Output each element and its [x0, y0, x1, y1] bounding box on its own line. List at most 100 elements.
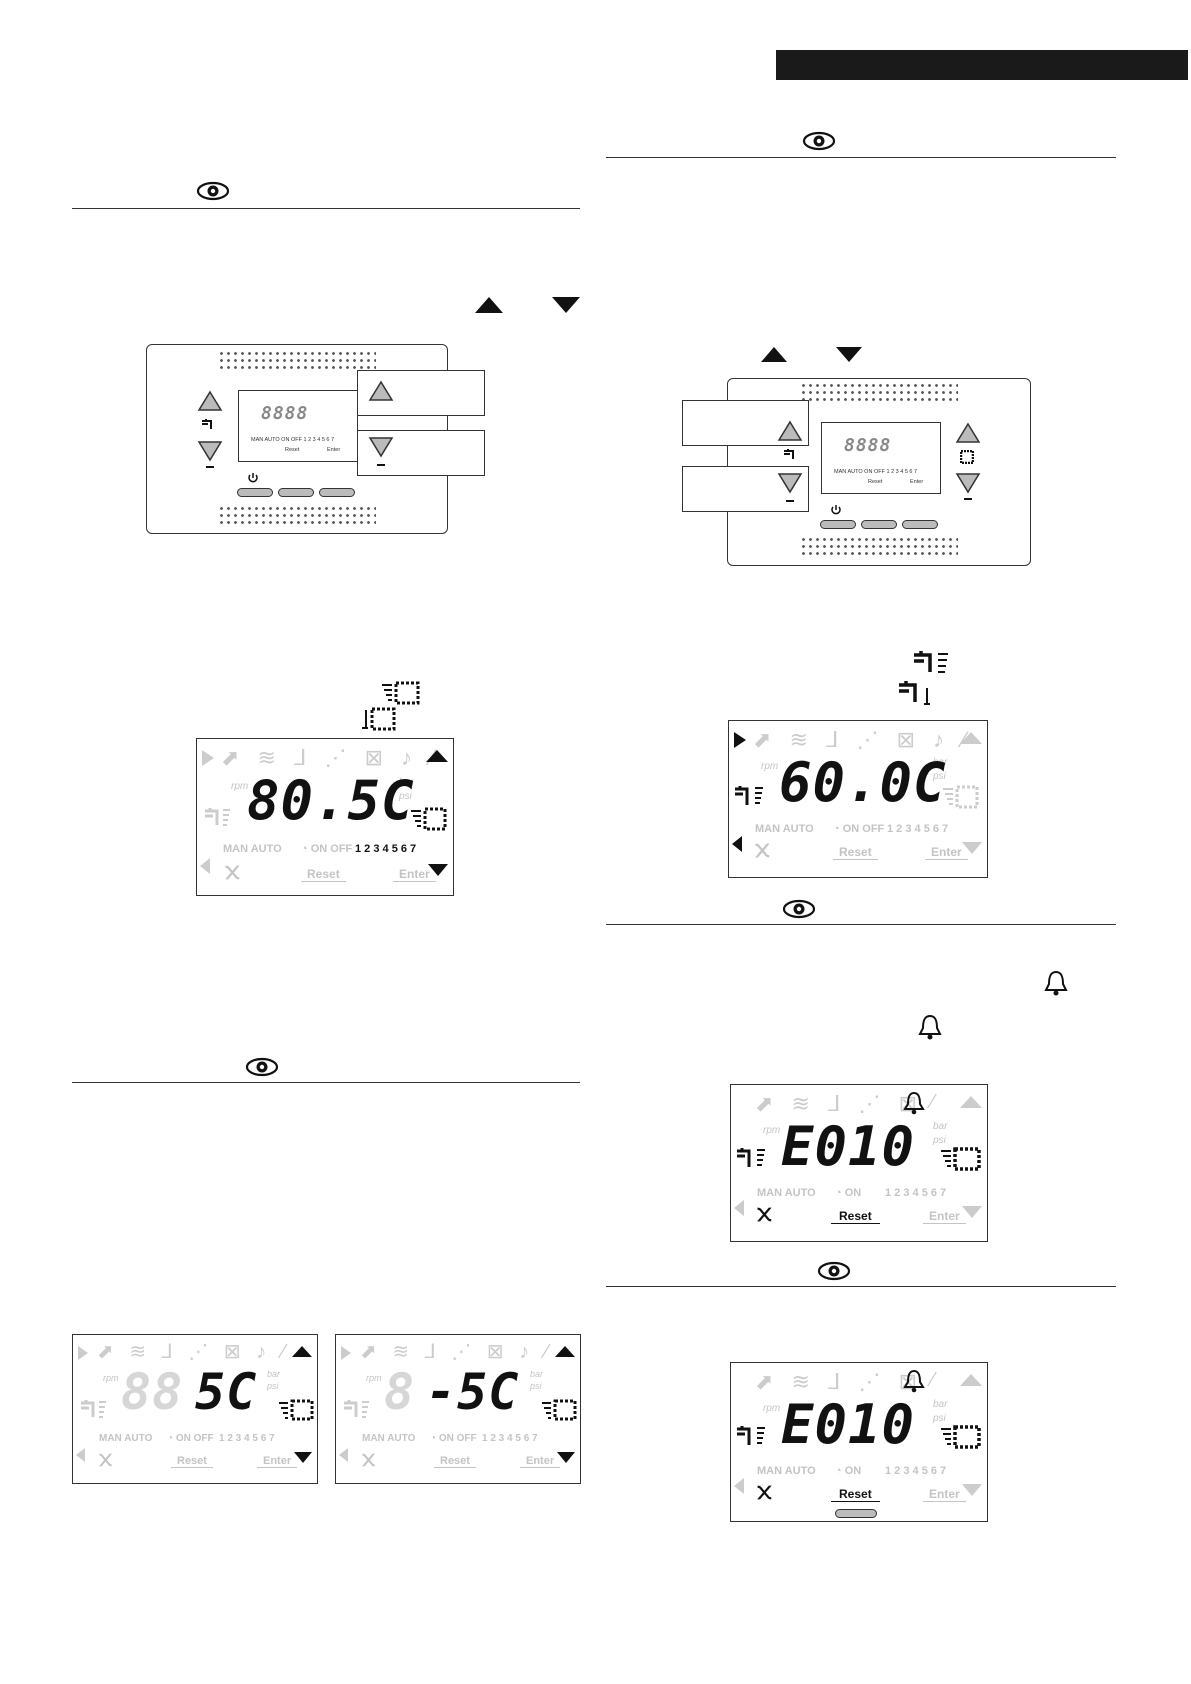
wrench-icon: ⁄ [931, 1091, 935, 1113]
psi-label: psi [933, 1413, 946, 1424]
reset-label: Reset [833, 845, 878, 860]
callout-up-arrow[interactable] [777, 420, 803, 442]
main-readout: -5C [426, 1363, 520, 1421]
main-readout: 60.0C [779, 751, 947, 814]
rpm-label: rpm [366, 1373, 382, 1383]
tap-icon [737, 1148, 765, 1167]
tap-icon [344, 1400, 369, 1418]
wrench-icon: ⁄ [931, 1369, 935, 1391]
arrow-down-icon [962, 842, 982, 854]
arrow-up-icon [761, 347, 787, 362]
mini-lcd-status: MAN AUTO ON OFF 1 2 3 4 5 6 7 [834, 469, 918, 475]
callout-down-arrow[interactable] [777, 472, 803, 494]
arrow-left-icon [734, 1200, 744, 1216]
soft-key-1[interactable] [820, 520, 856, 529]
mini-enter-label: Enter [327, 447, 341, 453]
mini-lcd-status: MAN AUTO ON OFF 1 2 3 4 5 6 7 [251, 437, 335, 443]
bar-label: bar [530, 1369, 544, 1379]
down-button[interactable] [197, 440, 223, 462]
arrow-left-icon [734, 1478, 744, 1494]
arrow-up-icon[interactable] [425, 749, 449, 763]
arrow-right-icon [78, 1346, 88, 1360]
ghost-digits: 88 [121, 1363, 184, 1421]
radiator-icon [279, 1399, 314, 1421]
bell-icon [903, 1091, 925, 1115]
bar-label: bar [933, 757, 948, 768]
arrow-down-icon[interactable] [556, 1451, 576, 1464]
soft-key-3[interactable] [319, 488, 355, 497]
minus-mark [377, 464, 385, 466]
tap-icon [81, 1400, 106, 1418]
eye-icon [802, 131, 836, 151]
arrow-left-icon [76, 1448, 85, 1462]
callout-up-arrow[interactable] [368, 380, 394, 402]
section-rule [606, 924, 1116, 925]
enter-label: Enter [393, 867, 436, 882]
rpm-label: rpm [763, 1125, 781, 1136]
enter-label: Enter [923, 1209, 966, 1224]
bar-label: bar [399, 777, 414, 788]
lcd-heating-temp: ⬈ ≋ ⅃ ⋰ ⊠ ♪ ⁄ rpm bar psi 80.5C MAN AUTO… [196, 738, 454, 896]
reset-soft-key[interactable] [835, 1509, 877, 1518]
down-button[interactable] [955, 472, 981, 494]
days-label: 1 2 3 4 5 6 7 [885, 1187, 947, 1199]
enter-label: Enter [520, 1455, 561, 1468]
mini-enter-label: Enter [910, 479, 924, 485]
minus-mark [786, 500, 794, 502]
arrow-down-icon [962, 1484, 982, 1496]
flame-off-icon: ᙭ [99, 1453, 113, 1470]
main-readout: 5C [195, 1363, 258, 1421]
section-rule [606, 157, 1116, 158]
rpm-label: rpm [103, 1373, 119, 1383]
arrow-right-icon [734, 732, 746, 748]
soft-key-2[interactable] [861, 520, 897, 529]
status-icons: ⬈ ≋ ⅃ ⋰ ⊠ ♪ ⁄ [221, 745, 440, 770]
up-button[interactable] [955, 422, 981, 444]
man-auto-label: MAN AUTO [757, 1465, 816, 1477]
header-bar [776, 50, 1188, 80]
up-button[interactable] [197, 390, 223, 412]
callout-down-arrow[interactable] [368, 436, 394, 458]
arrow-up-icon[interactable] [291, 1345, 313, 1358]
ghost-digits: 8 [384, 1363, 416, 1421]
arrow-down-icon[interactable] [293, 1451, 313, 1464]
power-icon [831, 505, 841, 515]
arrow-right-icon [341, 1346, 351, 1360]
on-off-label: ◔ ON OFF [301, 843, 353, 855]
radiator-icon [382, 681, 420, 705]
tap-icon [899, 681, 930, 705]
bell-icon [1044, 970, 1068, 996]
soft-key-2[interactable] [278, 488, 314, 497]
flame-off-icon: ᙭ [225, 863, 240, 883]
bell-icon [918, 1014, 942, 1040]
arrow-left-icon [339, 1448, 348, 1462]
lcd-offset-positive: ⬈ ≋ ⅃ ⋰ ⊠ ♪ ⁄ rpm bar psi 88 5C MAN AUTO… [72, 1334, 318, 1484]
rpm-label: rpm [231, 781, 249, 792]
reset-label: Reset [831, 1487, 880, 1502]
radiator-icon [542, 1399, 577, 1421]
eye-icon [817, 1261, 851, 1281]
lcd-error-code: ⬈ ≋ ⅃ ⋰ ⊠ ⁄ rpm bar psi E010 MAN AUTO ◔ … [730, 1084, 988, 1242]
tap-icon [914, 651, 948, 673]
enter-label: Enter [925, 845, 968, 860]
man-auto-label: MAN AUTO [362, 1433, 416, 1444]
reset-label: Reset [301, 867, 346, 882]
days-label: 1 2 3 4 5 6 7 [885, 1465, 947, 1477]
psi-label: psi [267, 1381, 279, 1391]
soft-key-1[interactable] [237, 488, 273, 497]
eye-icon [245, 1057, 279, 1077]
main-readout: E010 [781, 1393, 916, 1456]
flame-off-icon: ᙭ [757, 1483, 772, 1503]
arrow-down-icon[interactable] [427, 863, 449, 877]
soft-key-3[interactable] [902, 520, 938, 529]
man-auto-label: MAN AUTO [755, 823, 814, 835]
lcd-offset-negative: ⬈ ≋ ⅃ ⋰ ⊠ ♪ ⁄ rpm bar psi 8 -5C MAN AUTO… [335, 1334, 581, 1484]
on-label: ◔ ON [835, 1187, 862, 1199]
on-off-label: ◔ ON OFF [167, 1433, 214, 1444]
arrow-up-icon [475, 297, 503, 313]
arrow-down-icon [836, 347, 862, 362]
on-off-label: ◔ ON OFF [833, 823, 885, 835]
minus-mark [964, 498, 972, 500]
arrow-up-icon [960, 1374, 982, 1386]
arrow-up-icon[interactable] [554, 1345, 576, 1358]
